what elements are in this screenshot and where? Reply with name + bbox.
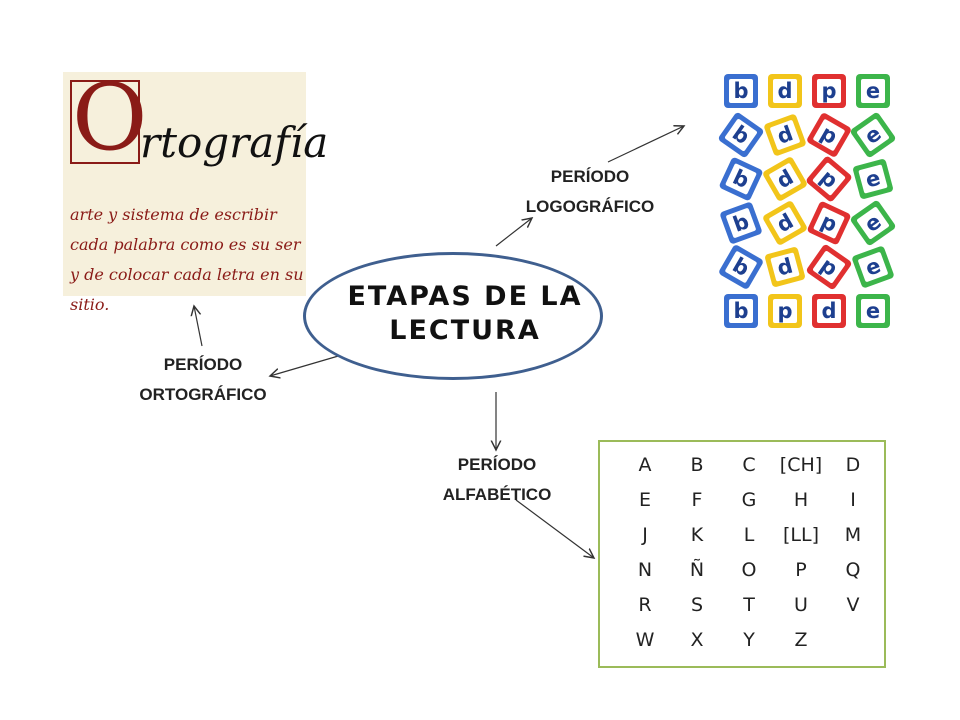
center-ellipse [303,252,603,380]
letter-block: e [856,294,890,328]
alphabet-letter: Ñ [689,559,705,581]
stage-label-logografico: PERÍODO LOGOGRÁFICO [525,167,655,216]
alphabet-letter: O [741,559,757,581]
arrow-to-ortografia-image [194,306,203,347]
letter-block: p [812,74,846,108]
alphabet-letter: J [642,524,648,546]
alphabet-letter: L [743,524,755,546]
letter-block: e [856,74,890,108]
ortografia-initial-frame [70,80,140,164]
alphabet-letter: N [637,559,653,581]
alphabet-letter: P [795,559,807,581]
alphabet-chart: A B C [CH] D E F G H I J K L [LL] M N Ñ O P Q R S T U V W X Y Z [598,440,886,668]
letter-block: d [764,246,806,288]
arrow-to-alphabet-chart [515,499,594,558]
letter-block: e [849,111,897,159]
arrow-to-logografico-label [495,218,532,247]
alphabet-letter: C [742,454,756,476]
letter-block: d [761,155,809,203]
alphabet-letter: A [638,454,652,476]
letter-block: b [724,294,758,328]
letter-block: d [812,294,846,328]
alphabet-letter: X [690,629,704,651]
alphabet-letter: I [850,489,856,511]
alphabet-letter: [CH] [779,454,823,476]
letter-block: p [806,200,852,246]
alphabet-letter: S [690,594,704,616]
alphabet-letter: H [793,489,809,511]
stage-label-alfabetico: PERÍODO ALFABÉTICO [442,455,552,504]
alphabet-letter: Y [743,629,755,651]
alphabet-letter: F [691,489,703,511]
letter-block: p [805,155,853,203]
letter-block: p [805,243,853,291]
ortografia-image [63,72,306,296]
letter-block: b [717,243,765,291]
alphabet-letter: W [635,629,655,651]
alphabet-letter: E [638,489,651,511]
letter-block: b [719,201,763,245]
letter-block: e [849,199,897,247]
letter-block: d [761,199,809,247]
letter-block: p [768,294,802,328]
center-title: Etapas de la lectura [347,281,583,346]
letter-block: e [851,245,895,289]
alphabet-letter: G [741,489,757,511]
letter-block: d [768,74,802,108]
letter-block: b [718,156,764,202]
alphabet-letter: Q [845,559,861,581]
alphabet-letter: D [845,454,861,476]
alphabet-letter: Z [794,629,808,651]
letter-block: b [717,111,765,159]
stage-label-ortografico: PERÍODO ORTOGRÁFICO [139,355,267,404]
letter-block: d [763,113,807,157]
alphabet-letter: [LL] [783,524,819,546]
ortografia-initial-letter: O [72,64,148,171]
ortografia-definition: arte y sistema de escribir cada palabra … [70,205,304,314]
letter-block: p [805,111,853,159]
alphabet-letter: M [844,524,862,546]
alphabet-letter: V [846,594,860,616]
alphabet-letter: B [690,454,704,476]
letter-block: b [724,74,758,108]
letter-block: e [852,158,894,200]
alphabet-letter: K [690,524,704,546]
alphabet-letter: R [638,594,652,616]
ortografia-word: rtografía [140,118,329,167]
alphabet-letter: T [743,594,755,616]
arrow-to-blocks [607,126,684,163]
alphabet-letter: U [794,594,808,616]
